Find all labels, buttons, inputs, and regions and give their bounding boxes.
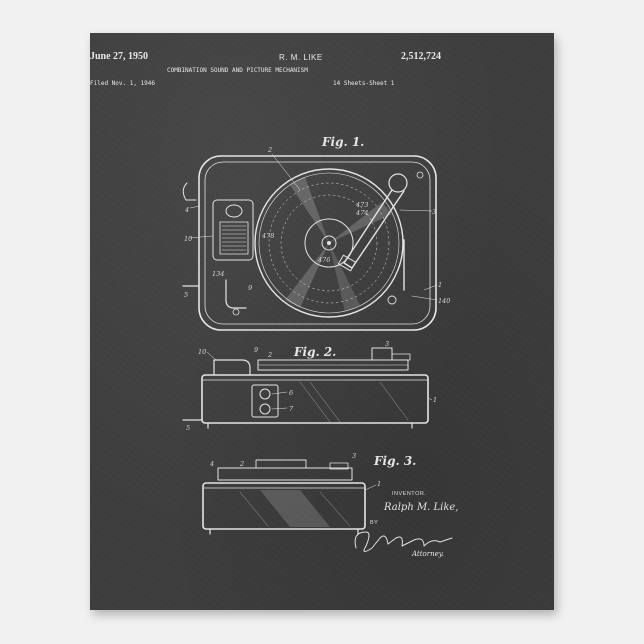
ref-fig2-2: 2 xyxy=(267,351,272,359)
ref-fig1-3: 3 xyxy=(432,208,436,216)
figure-3-label: Fig. 3. xyxy=(373,454,416,468)
attorney-label: Attorney. xyxy=(411,550,444,558)
ref-fig1-474: 474 xyxy=(355,209,368,217)
ref-fig1-2: 2 xyxy=(267,146,272,154)
ref-fig2-6: 6 xyxy=(289,389,293,397)
ref-fig2-1: 1 xyxy=(433,396,437,404)
ref-fig2-3: 3 xyxy=(385,340,389,348)
inventor-label: INVENTOR. xyxy=(392,491,426,497)
ref-fig1-4: 4 xyxy=(184,206,189,214)
figure-1-top-view: Fig. 1. xyxy=(183,135,437,330)
by-label: BY xyxy=(370,520,378,526)
ref-fig1-9: 9 xyxy=(248,284,252,292)
ref-fig3-1: 1 xyxy=(377,480,381,488)
ref-fig2-5: 5 xyxy=(186,424,190,432)
ref-fig1-5: 5 xyxy=(184,291,188,299)
attorney-signature xyxy=(355,532,452,552)
ref-fig2-10: 10 xyxy=(198,348,206,356)
signature-block: INVENTOR. Ralph M. Like, BY Attorney. xyxy=(370,491,459,558)
ref-fig3-4: 4 xyxy=(209,460,214,468)
figure-2-label: Fig. 2. xyxy=(293,345,336,359)
ref-fig2-9: 9 xyxy=(254,346,258,354)
ref-fig1-10: 10 xyxy=(184,235,192,243)
ref-fig1-473: 473 xyxy=(355,201,368,209)
ref-fig2-7: 7 xyxy=(289,405,294,413)
figure-3-side-view: Fig. 3. xyxy=(203,454,416,534)
ref-fig3-2: 2 xyxy=(239,460,244,468)
ref-fig1-478: 478 xyxy=(261,232,274,240)
figure-2-front-view: Fig. 2. xyxy=(183,345,432,428)
ref-fig1-1: 1 xyxy=(438,281,442,289)
reference-numerals: 2 3 4 10 9 5 1 140 474 478 473 476 134 1… xyxy=(184,146,450,488)
inventor-name: Ralph M. Like, xyxy=(383,502,459,513)
figure-1-label: Fig. 1. xyxy=(321,135,364,149)
ref-fig1-476: 476 xyxy=(317,256,330,264)
ref-fig3-3: 3 xyxy=(352,452,356,460)
ref-fig1-134: 134 xyxy=(212,270,224,278)
ref-fig1-140: 140 xyxy=(438,297,450,305)
